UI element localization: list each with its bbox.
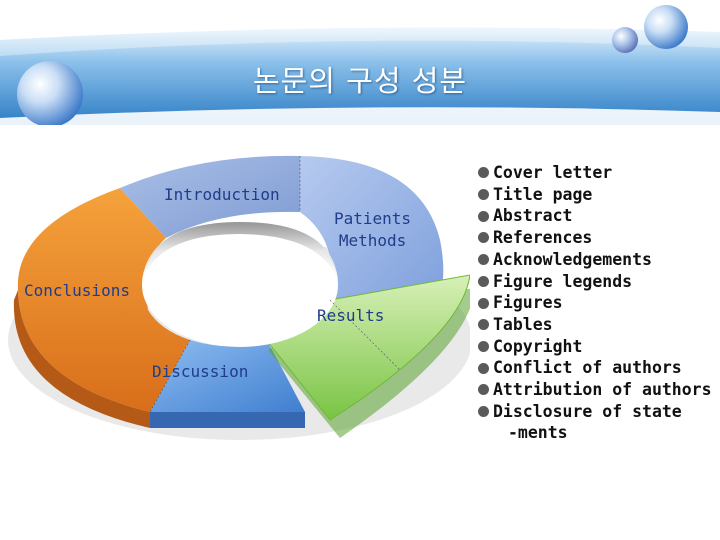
decorative-orb-small	[612, 27, 638, 53]
header-banner: 논문의 구성 성분	[0, 0, 720, 125]
bullet-icon	[478, 254, 489, 266]
list-item: References	[478, 227, 712, 249]
list-item: Figures	[478, 292, 712, 314]
list-item: Disclosure of state	[478, 401, 712, 423]
conclusions-wall	[13, 290, 305, 428]
components-list: Cover letter Title page Abstract Referen…	[478, 162, 712, 444]
list-item: Title page	[478, 184, 712, 206]
list-item: Copyright	[478, 336, 712, 358]
segment-discussion	[150, 340, 305, 412]
segment-introduction	[120, 155, 300, 238]
bullet-icon	[478, 340, 489, 352]
bullet-icon	[478, 210, 489, 222]
list-item: Tables	[478, 314, 712, 336]
bullet-icon	[478, 189, 489, 201]
list-item: Figure legends	[478, 271, 712, 293]
list-item-continuation: -ments	[508, 423, 568, 443]
bullet-icon	[478, 362, 489, 374]
bullet-icon	[478, 384, 489, 396]
bullet-icon	[478, 275, 489, 287]
list-item: Attribution of authors	[478, 379, 712, 401]
list-item: Acknowledgements	[478, 249, 712, 271]
label-patients: Patients	[334, 209, 412, 228]
donut-graphic	[8, 155, 475, 440]
donut-hole	[142, 223, 338, 347]
bullet-icon	[478, 167, 489, 179]
list-item: Cover letter	[478, 162, 712, 184]
bullet-icon	[478, 319, 489, 331]
label-introduction: Introduction	[164, 185, 280, 204]
label-discussion: Discussion	[152, 362, 249, 381]
discussion-wall	[150, 412, 305, 428]
list-item: Abstract	[478, 205, 712, 227]
list-item: Conflict of authors	[478, 357, 712, 379]
label-results: Results	[317, 306, 385, 325]
decorative-orb-large	[17, 61, 83, 125]
bullet-icon	[478, 297, 489, 309]
slide-title: 논문의 구성 성분	[252, 64, 468, 98]
decorative-orb-top-right	[644, 5, 688, 49]
label-conclusions: Conclusions	[24, 281, 130, 300]
donut-diagram: Introduction Patients Methods Results Di…	[0, 130, 475, 450]
segment-conclusions	[17, 188, 190, 412]
label-patients-methods: Patients Methods	[334, 208, 411, 252]
bullet-icon	[478, 406, 489, 418]
bullet-icon	[478, 232, 489, 244]
header-background	[0, 0, 720, 125]
label-methods: Methods	[338, 231, 407, 250]
